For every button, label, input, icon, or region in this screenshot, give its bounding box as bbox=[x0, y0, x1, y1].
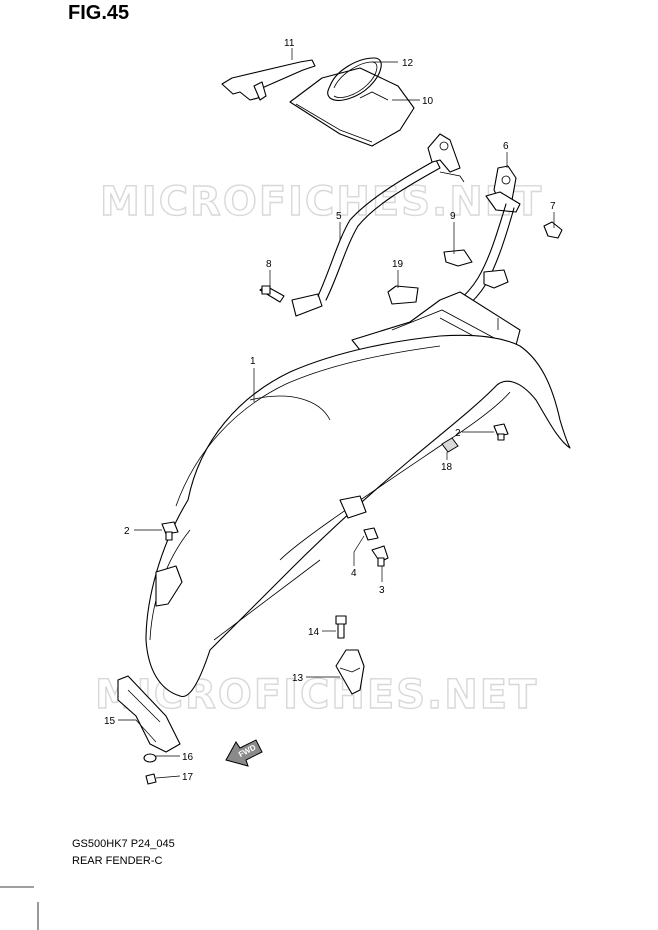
part-1-rear-fender bbox=[145, 334, 571, 698]
model-code: GS500HK7 P24_045 bbox=[72, 838, 175, 850]
part-13-bracket bbox=[335, 649, 365, 695]
callout-8: 8 bbox=[266, 259, 272, 270]
callout-1: 1 bbox=[250, 356, 256, 367]
callout-6: 6 bbox=[503, 141, 509, 152]
callout-2-right: 2 bbox=[455, 428, 461, 439]
leader-lines bbox=[118, 48, 555, 779]
callout-16: 16 bbox=[182, 752, 194, 763]
callout-7: 7 bbox=[550, 201, 556, 212]
watermark-top: MICROFICHES.NET bbox=[100, 179, 543, 225]
callout-14: 14 bbox=[308, 627, 320, 638]
part-12-band bbox=[327, 57, 382, 101]
callout-2-left: 2 bbox=[124, 526, 130, 537]
callout-15: 15 bbox=[104, 716, 116, 727]
callout-9: 9 bbox=[450, 211, 456, 222]
part-5-grab-rail-left bbox=[291, 133, 465, 317]
callout-18: 18 bbox=[441, 462, 453, 473]
part-15-reflector-bracket bbox=[117, 675, 181, 753]
part-4-collar bbox=[363, 527, 379, 541]
callout-13: 13 bbox=[292, 673, 304, 684]
part-16-nut bbox=[143, 753, 157, 763]
callout-5: 5 bbox=[336, 211, 342, 222]
callout-11: 11 bbox=[284, 38, 295, 49]
part-6-bracket bbox=[485, 165, 521, 213]
fwd-arrow: FWD bbox=[225, 739, 263, 767]
part-3-bolt bbox=[371, 545, 389, 567]
crop-mark bbox=[0, 886, 39, 930]
callout-19: 19 bbox=[392, 259, 404, 270]
part-11-holder bbox=[221, 59, 316, 101]
part-7-bolt bbox=[543, 221, 563, 239]
callout-10: 10 bbox=[422, 96, 434, 107]
figure-title: FIG.45 bbox=[68, 2, 130, 24]
part-10-tray bbox=[289, 67, 415, 147]
callout-12: 12 bbox=[402, 58, 414, 69]
callout-17: 17 bbox=[182, 772, 194, 783]
part-14-bolt bbox=[335, 615, 347, 639]
callout-3: 3 bbox=[379, 585, 385, 596]
part-2-bolt-right bbox=[493, 423, 509, 441]
part-name: REAR FENDER-C bbox=[72, 855, 163, 867]
callouts: 11 12 10 6 5 9 7 8 19 1 2 2 18 4 3 14 13… bbox=[104, 38, 556, 783]
part-8-bolt bbox=[259, 285, 285, 303]
part-2-bolt-left bbox=[161, 521, 179, 541]
part-18-pad bbox=[441, 437, 459, 453]
part-17-bolt bbox=[145, 773, 157, 785]
part-19-cushion bbox=[387, 285, 419, 305]
callout-4: 4 bbox=[351, 568, 357, 579]
